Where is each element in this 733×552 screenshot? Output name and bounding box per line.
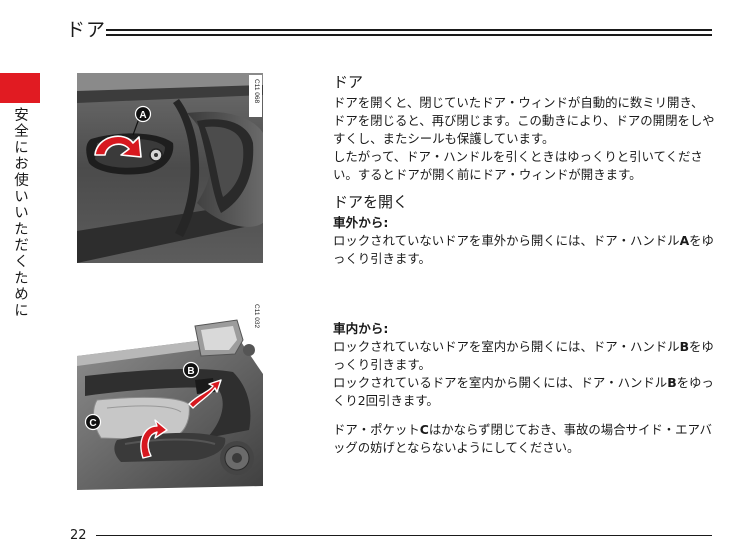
callout-c: C [89,418,96,429]
door-pocket-warning: ドア・ポケットCはかならず閉じておき、事故の場合サイド・エアバッグの妨げとならな… [333,422,712,455]
inside-locked-instruction: ロックされているドアを室内から開くには、ドア・ハンドルBをゆっくり2回引きます。 [333,375,714,408]
section-tab-label: 安全にお使いいただくために [12,107,28,319]
outside-instruction: ロックされていないドアを車外から開くには、ドア・ハンドルAをゆっくり引きます。 [333,233,714,266]
door-paragraph-1: ドアを開くと、閉じていたドア・ウィンドが自動的に数ミリ開き、ドアを閉じると、再び… [333,95,715,146]
figure-interior-panel: B C C11 032 [77,300,263,492]
page-title: ドア [66,19,107,41]
handle-b-label-2: B [667,375,677,390]
door-heading: ドア [333,73,364,91]
figure-a-code: C11 068 [253,79,260,103]
callout-b: B [187,366,194,377]
figure-exterior-handle: A C11 068 [77,73,263,263]
inside-heading: 車内から: [333,321,389,336]
page-number: 22 [70,528,87,543]
section-marker-red [0,73,40,103]
pocket-c-label: C [419,422,429,437]
header-double-rule [106,29,712,36]
inside-section: 車内から: ロックされていないドアを室内から開くには、ドア・ハンドルBをゆっくり… [333,320,715,457]
callout-a: A [139,110,146,121]
opening-section: ドアを開く 車外から: ロックされていないドアを車外から開くには、ドア・ハンドル… [333,192,715,268]
outside-heading: 車外から: [333,215,389,230]
footer-rule [96,535,712,536]
inside-unlocked-instruction: ロックされていないドアを室内から開くには、ドア・ハンドルBをゆっくり引きます。 [333,339,714,372]
handle-b-label: B [679,339,690,354]
door-paragraph-2: したがって、ドア・ハンドルを引くときはゆっくりと引いてください。するとドアが開く… [333,149,703,182]
opening-heading: ドアを開く [333,193,409,211]
figure-b-code: C11 032 [253,304,260,328]
door-section: ドア ドアを開くと、閉じていたドア・ウィンドが自動的に数ミリ開き、ドアを閉じると… [333,72,715,184]
handle-a-label: A [679,233,690,248]
